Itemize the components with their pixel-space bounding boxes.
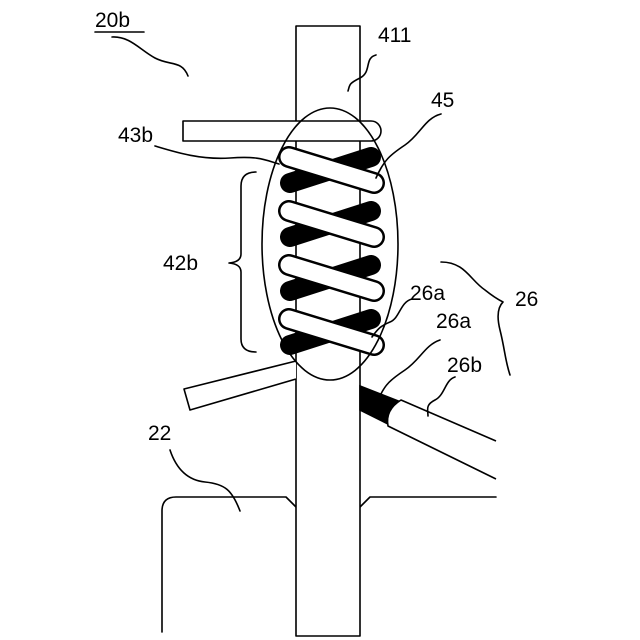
leader-45 — [376, 114, 441, 178]
label-26a-lower: 26a — [436, 310, 471, 333]
left-lead-wire — [184, 361, 296, 410]
leader-22 — [170, 450, 240, 511]
label-20b: 20b — [95, 9, 130, 32]
leader-26a-lower — [380, 340, 440, 396]
label-43b: 43b — [118, 124, 153, 147]
label-42b: 42b — [163, 252, 198, 275]
wire-sheath — [388, 400, 496, 479]
coil-section-bracket — [229, 172, 256, 352]
leader-43b — [155, 146, 279, 164]
label-26b: 26b — [447, 354, 482, 377]
leader-26b — [428, 377, 455, 416]
label-411: 411 — [378, 24, 411, 47]
bar-member — [183, 121, 381, 141]
label-22: 22 — [148, 422, 171, 445]
label-26: 26 — [515, 288, 538, 311]
label-45: 45 — [431, 89, 454, 112]
leader-20b — [112, 37, 188, 76]
label-26a-upper: 26a — [410, 282, 445, 305]
